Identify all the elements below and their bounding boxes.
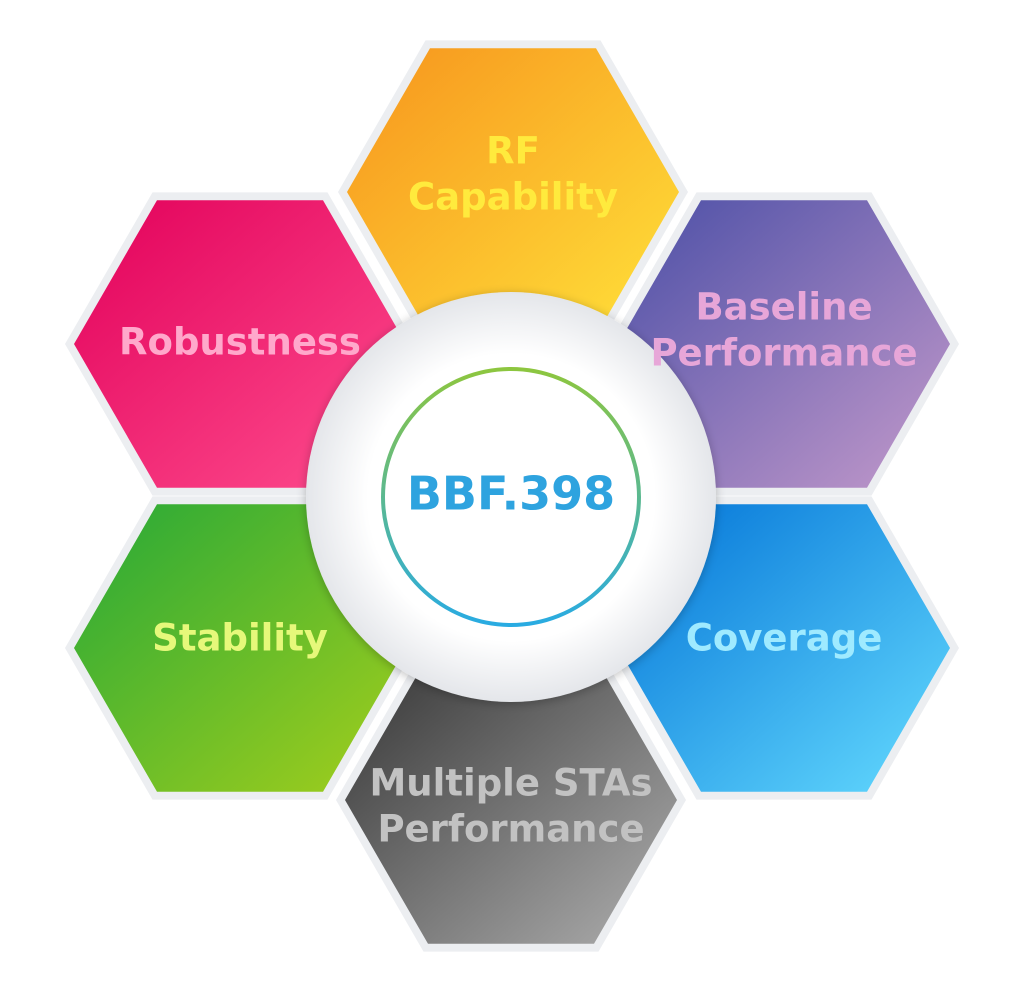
rf-capability-label-line: Capability xyxy=(408,176,618,219)
multiple-stas-performance-label-line: Performance xyxy=(377,808,644,851)
hexagon-layer xyxy=(65,40,959,952)
coverage-hexagon xyxy=(618,504,950,792)
multiple-stas-performance-label-line: Multiple STAs xyxy=(369,762,652,805)
center-ring xyxy=(381,367,641,627)
rf-capability-label-line: RF xyxy=(486,130,540,173)
stability-label-line: Stability xyxy=(152,617,328,660)
multiple-stas-performance-hexagon xyxy=(345,656,677,944)
coverage-label-line: Coverage xyxy=(686,617,883,660)
baseline-performance-label-line: Baseline xyxy=(695,286,872,329)
center-hub: BBF.398 xyxy=(306,292,716,702)
robustness-label-line: Robustness xyxy=(119,321,361,364)
baseline-performance-label-line: Performance xyxy=(650,332,917,375)
rf-capability-hexagon xyxy=(347,48,679,336)
baseline-performance-hexagon xyxy=(618,200,950,488)
label-layer: RFCapabilityBaselinePerformanceCoverageM… xyxy=(119,130,918,851)
center-label: BBF.398 xyxy=(407,467,615,521)
